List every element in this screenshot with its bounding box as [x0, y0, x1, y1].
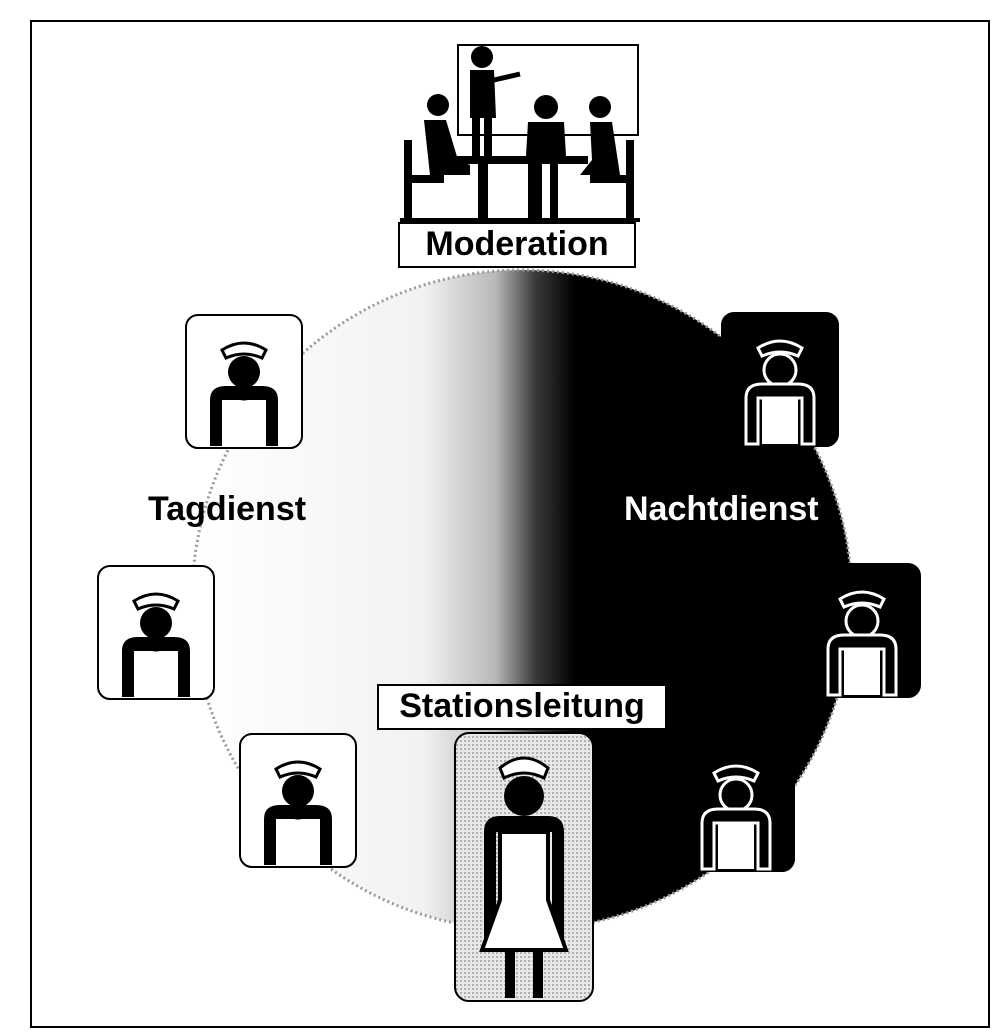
meeting-icon — [400, 44, 640, 222]
nurse-icon-night-2 — [803, 563, 921, 698]
nachtdienst-label: Nachtdienst — [624, 490, 819, 528]
nurse-icon-day-1 — [185, 314, 303, 449]
nurse-icon-day-3 — [239, 733, 357, 868]
nurse-icon-night-1 — [721, 312, 839, 447]
moderation-label: Moderation — [398, 222, 636, 268]
tagdienst-label: Tagdienst — [148, 490, 307, 528]
nurse-icon-lead — [454, 732, 594, 1002]
stationsleitung-label: Stationsleitung — [377, 684, 667, 730]
nurse-icon-day-2 — [97, 565, 215, 700]
nurse-icon-night-3 — [677, 737, 795, 872]
